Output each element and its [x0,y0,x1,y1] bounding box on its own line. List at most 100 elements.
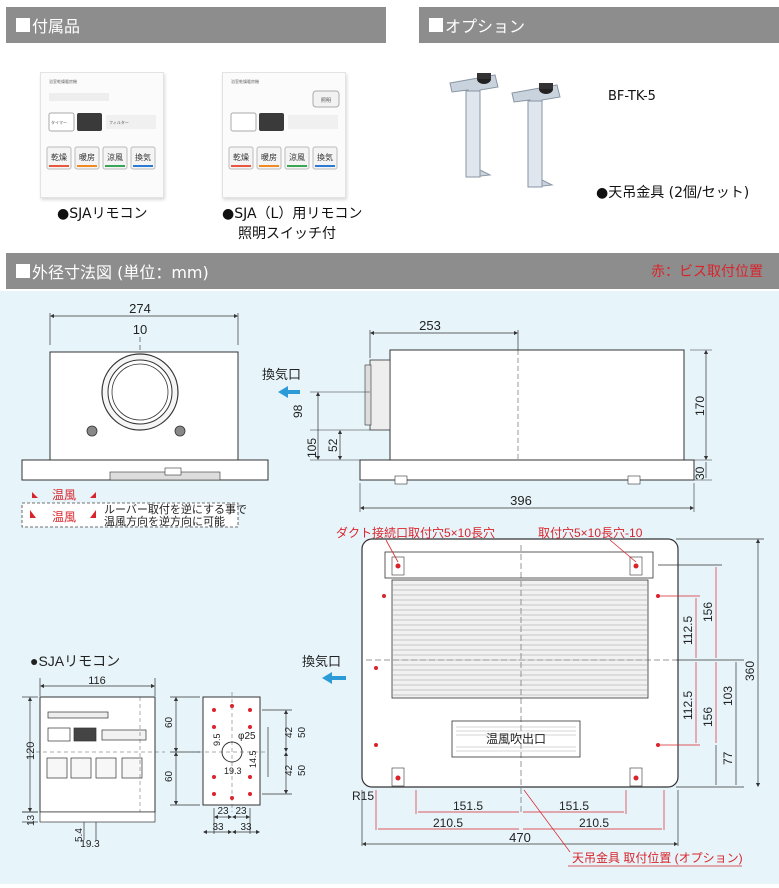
bottom-exhaust-label: 換気口 [302,654,341,669]
accessory-caption-2: ●SJA（L）用リモコン 照明スイッチ付 [222,204,362,244]
dim-151r: 151.5 [559,799,589,813]
remote-btn-dry: 乾燥 [233,152,249,162]
side-h105: 105 [305,438,319,458]
dim-210r: 210.5 [579,816,609,830]
plate-d193: 19.3 [224,766,242,776]
remote-btn-dry: 乾燥 [51,152,67,162]
remote-btn-vent: 換気 [317,152,333,162]
bottom-view [361,538,679,812]
accessories-title: 付属品 [32,17,81,36]
square-icon [16,264,30,278]
bottom-exhaust-arrow [322,672,346,684]
dim-103: 103 [721,686,735,706]
warm-air-label-2: 温風 [52,510,76,524]
warm-outlet-label: 温風吹出口 [486,732,546,746]
plate-d23b: 23 [235,806,247,817]
plate-d33a: 33 [212,822,224,833]
plate-d145: 14.5 [248,750,258,768]
dim-112a: 112.5 [681,616,695,645]
dimension-diagram: 274 10 温風 温風 ルーバー取付を逆にする事で 温風方向を逆方向に可能 [0,291,779,884]
accessory-subname-2: 照明スイッチ付 [238,226,336,242]
warm-air-label-1: 温風 [52,488,76,502]
remote-drawing [22,678,165,840]
side-h30: 30 [693,466,707,480]
mounting-plate [170,692,292,835]
remote-filter: フィルター [109,119,129,125]
screw-note: 赤：ビス取付位置 [651,264,763,280]
remote-btn-vent: 換気 [135,152,151,162]
side-h170: 170 [693,396,707,416]
mount-hole-label: 取付穴5×10長穴-10 [538,525,643,540]
louver-note-1: ルーバー取付を逆にする事で [104,502,247,516]
options-title: オプション [445,17,526,36]
square-icon [429,18,443,32]
remote-header: 浴室乾燥暖房機 [231,78,259,84]
remote-btn-cool: 涼風 [107,152,123,162]
side-exhaust-arrow [278,386,300,398]
plate-d50a: 50 [297,726,308,738]
remote-sja-drawing: 浴室乾燥暖房機 タイマー フィルター 乾燥 暖房 涼風 換気 [46,78,156,170]
option-model: BF-TK-5 [608,89,656,104]
remote-header: 浴室乾燥暖房機 [49,78,77,84]
plate-d60b: 60 [164,770,175,782]
dimensions-header: 外径寸法図 (単位：mm) 赤：ビス取付位置 [6,253,779,289]
louver-note-2: 温風方向を逆方向に可能 [104,514,225,528]
bottom-dims [361,789,679,853]
dimension-drawing: 274 10 温風 温風 ルーバー取付を逆にする事で 温風方向を逆方向に可能 [21,301,764,867]
screw-markers [374,563,660,781]
hanger-bracket-image [449,73,561,188]
side-depth: 253 [419,318,441,333]
option-desc: ●天吊金具 (2個/セット) [596,185,750,201]
side-h98: 98 [291,404,305,418]
bracket-1 [449,73,499,178]
plate-d42a: 42 [284,726,295,738]
front-duct: 10 [133,322,147,337]
remote-h120: 120 [25,742,37,760]
dimensions-title: 外径寸法図 (単位：mm) [32,263,209,282]
remote-drawing-title: ●SJAリモコン [30,653,120,669]
plate-d50b: 50 [297,764,308,776]
remote-buttons-sja: 乾燥 暖房 涼風 換気 [46,146,156,170]
remote-btn-cool: 涼風 [289,152,305,162]
radius-label: R15 [352,789,374,803]
remote-buttons-sjal: 乾燥 暖房 涼風 換気 [228,146,338,170]
side-length: 396 [510,493,532,508]
remote-btn-heat: 暖房 [79,152,95,162]
side-view [310,330,712,512]
dim-156b: 156 [701,707,715,727]
front-width: 274 [129,301,151,316]
plate-d33b: 33 [240,822,252,833]
hanger-position-label: 天吊金具 取付位置 (オプション) [572,850,743,865]
plate-dia25: φ25 [238,731,256,742]
accessory-name-1: ●SJAリモコン [57,206,148,222]
warm-air-arrows [21,492,239,528]
remote-sjal-drawing: 浴室乾燥暖房機 照明 乾燥 暖房 涼風 換気 [228,78,340,170]
remote-image-sjal: 浴室乾燥暖房機 照明 乾燥 暖房 涼風 換気 [222,72,346,198]
dim-156a: 156 [701,602,715,622]
remote-d13: 13 [26,814,37,826]
dim-112b: 112.5 [681,691,695,720]
plate-d60a: 60 [164,716,175,728]
plate-d23a: 23 [217,806,229,817]
dim-470: 470 [509,830,531,845]
options-header: オプション [419,7,779,43]
accessories-header: 付属品 [6,7,386,43]
accessory-caption-1: ●SJAリモコン [57,204,148,224]
dim-360: 360 [743,661,757,681]
remote-d193b: 19.3 [80,839,100,850]
bracket-2 [511,83,561,188]
plate-d42b: 42 [284,764,295,776]
dim-77: 77 [721,751,735,765]
remote-light: 照明 [321,98,331,104]
plate-screw-holes [212,704,252,800]
remote-w116: 116 [88,675,106,687]
bottom-right-dims [658,564,744,788]
accessory-name-2: ●SJA（L）用リモコン [222,206,363,222]
dim-210l: 210.5 [433,816,463,830]
outlet-grille-lines [456,726,576,752]
side-exhaust-label: 換気口 [262,367,301,382]
duct-hole-label: ダクト接続口取付穴5×10長穴 [336,525,495,540]
dim-151l: 151.5 [453,799,483,813]
remote-timer: タイマー [51,119,67,125]
square-icon [16,18,30,32]
